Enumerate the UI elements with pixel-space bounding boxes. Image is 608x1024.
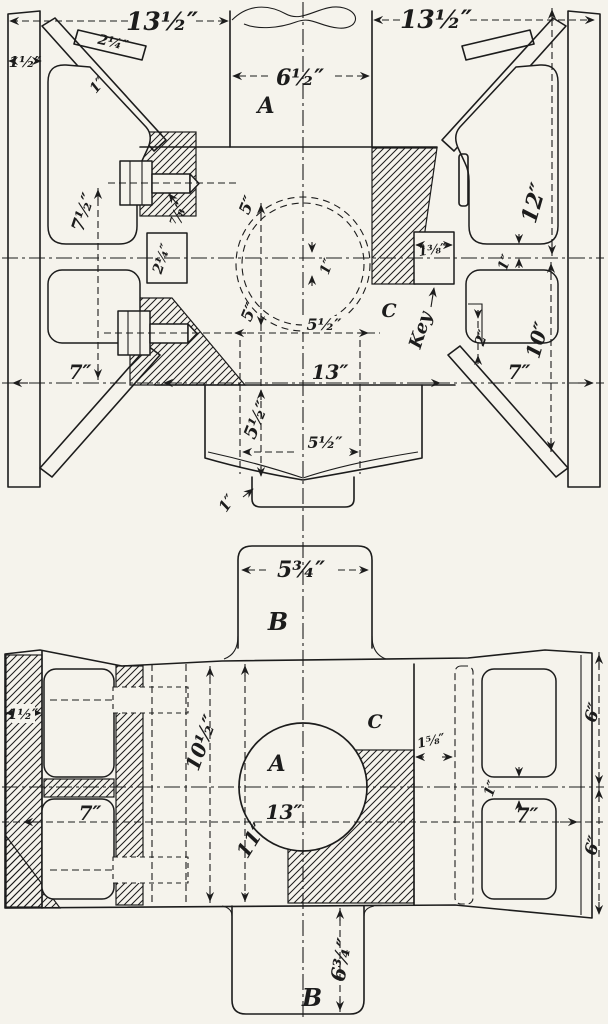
dim-1-375-key: 1⅜″ [417, 241, 447, 260]
left-lower-pocket [47, 269, 141, 344]
right-flange-bar [567, 10, 601, 488]
dim-7-right-elev: 7″ [508, 360, 531, 384]
pocket-left-lower [41, 798, 115, 900]
part-label-a-elev: A [255, 93, 274, 119]
bottom-view [4, 545, 593, 1015]
right-lower-pocket-step [468, 303, 483, 343]
dim-6-upper-right: 6″ [581, 700, 606, 725]
hidden-bolt-upper [112, 686, 189, 714]
dim-6-lower-right: 6″ [581, 833, 606, 858]
shaft-break-squiggle [231, 6, 356, 29]
dim-1-pocket-web: 1″ [481, 778, 502, 799]
dim-7-left-plan: 7″ [79, 801, 102, 825]
dim-5-5-bottom: 5½″ [308, 433, 344, 452]
dim-6-75-boss: 6¾″ [325, 936, 356, 983]
right-pocket-slot [458, 153, 469, 207]
body-outline [4, 649, 593, 919]
pocket-right-lower [481, 798, 557, 900]
dim-6-5: 6½″ [276, 65, 324, 91]
top-view [7, 6, 601, 508]
bottom-step-boss [251, 476, 355, 508]
bottom-boss-feet [221, 905, 375, 917]
dim-5-bore-top: 5″ [235, 192, 260, 217]
dim-2-25-cap: 2¼″ [95, 32, 130, 55]
label-halo [302, 316, 346, 332]
left-flange-bar [7, 10, 41, 488]
dim-2-right-notch: 2″ [472, 327, 493, 349]
key-callout: Key [405, 308, 437, 352]
pocket-left-upper [43, 668, 115, 778]
hidden-rib-strip [454, 665, 474, 905]
right-arm-cap [461, 29, 535, 61]
dim-13-5-left: 13½″ [126, 7, 199, 36]
dim-5-5-mid: 5½″ [307, 315, 343, 334]
bottom-boss [231, 905, 365, 1015]
right-lower-pocket [465, 269, 559, 344]
section-hatching [5, 131, 438, 909]
dim-1-bore-wall: 1″ [317, 256, 338, 277]
dim-1-5-band: 1½″ [8, 707, 39, 723]
top-boss [237, 545, 373, 649]
bore-circle-inner [241, 202, 365, 326]
dim-13-5-right: 13½″ [400, 5, 473, 34]
label-halo [12, 704, 35, 723]
dim-5-bore-bottom: 5″ [237, 299, 262, 324]
part-label-b-bottom: B [301, 983, 322, 1012]
pocket-right-upper [481, 668, 557, 778]
dim-1-step: 1″ [215, 491, 240, 516]
right-lower-arm [447, 345, 569, 478]
dim-13-plan: 13″ [266, 800, 303, 824]
part-label-c-plan: C [367, 711, 382, 733]
hidden-bolt-lower [112, 856, 189, 884]
left-arm-cap [73, 29, 147, 61]
dim-7-right-plan: 7″ [516, 803, 539, 827]
dim-1-625-web: 1⅝″ [416, 731, 447, 752]
dim-5-5-vertical: 5½″ [240, 398, 274, 442]
lower-column-hull-arcs [207, 451, 419, 479]
top-boss-feet [223, 635, 387, 660]
dim-13-elev: 13″ [312, 360, 349, 384]
lower-bolt-head [117, 310, 151, 356]
left-lower-arm [39, 345, 161, 478]
dim-10-5-plan: 10½″ [180, 711, 222, 773]
lower-column [204, 384, 423, 481]
dim-1-right-wall: 1″ [495, 252, 516, 273]
part-label-b-top: B [267, 607, 288, 636]
hatch-between-left-pockets [43, 778, 115, 798]
dim-5-75-boss: 5¾″ [277, 557, 325, 583]
part-label-a-plan: A [266, 751, 285, 777]
dim-1-5-top-left: 1½″ [9, 53, 42, 71]
dim-7-left-elev: 7″ [69, 360, 92, 384]
part-label-c-elev: C [381, 300, 396, 322]
